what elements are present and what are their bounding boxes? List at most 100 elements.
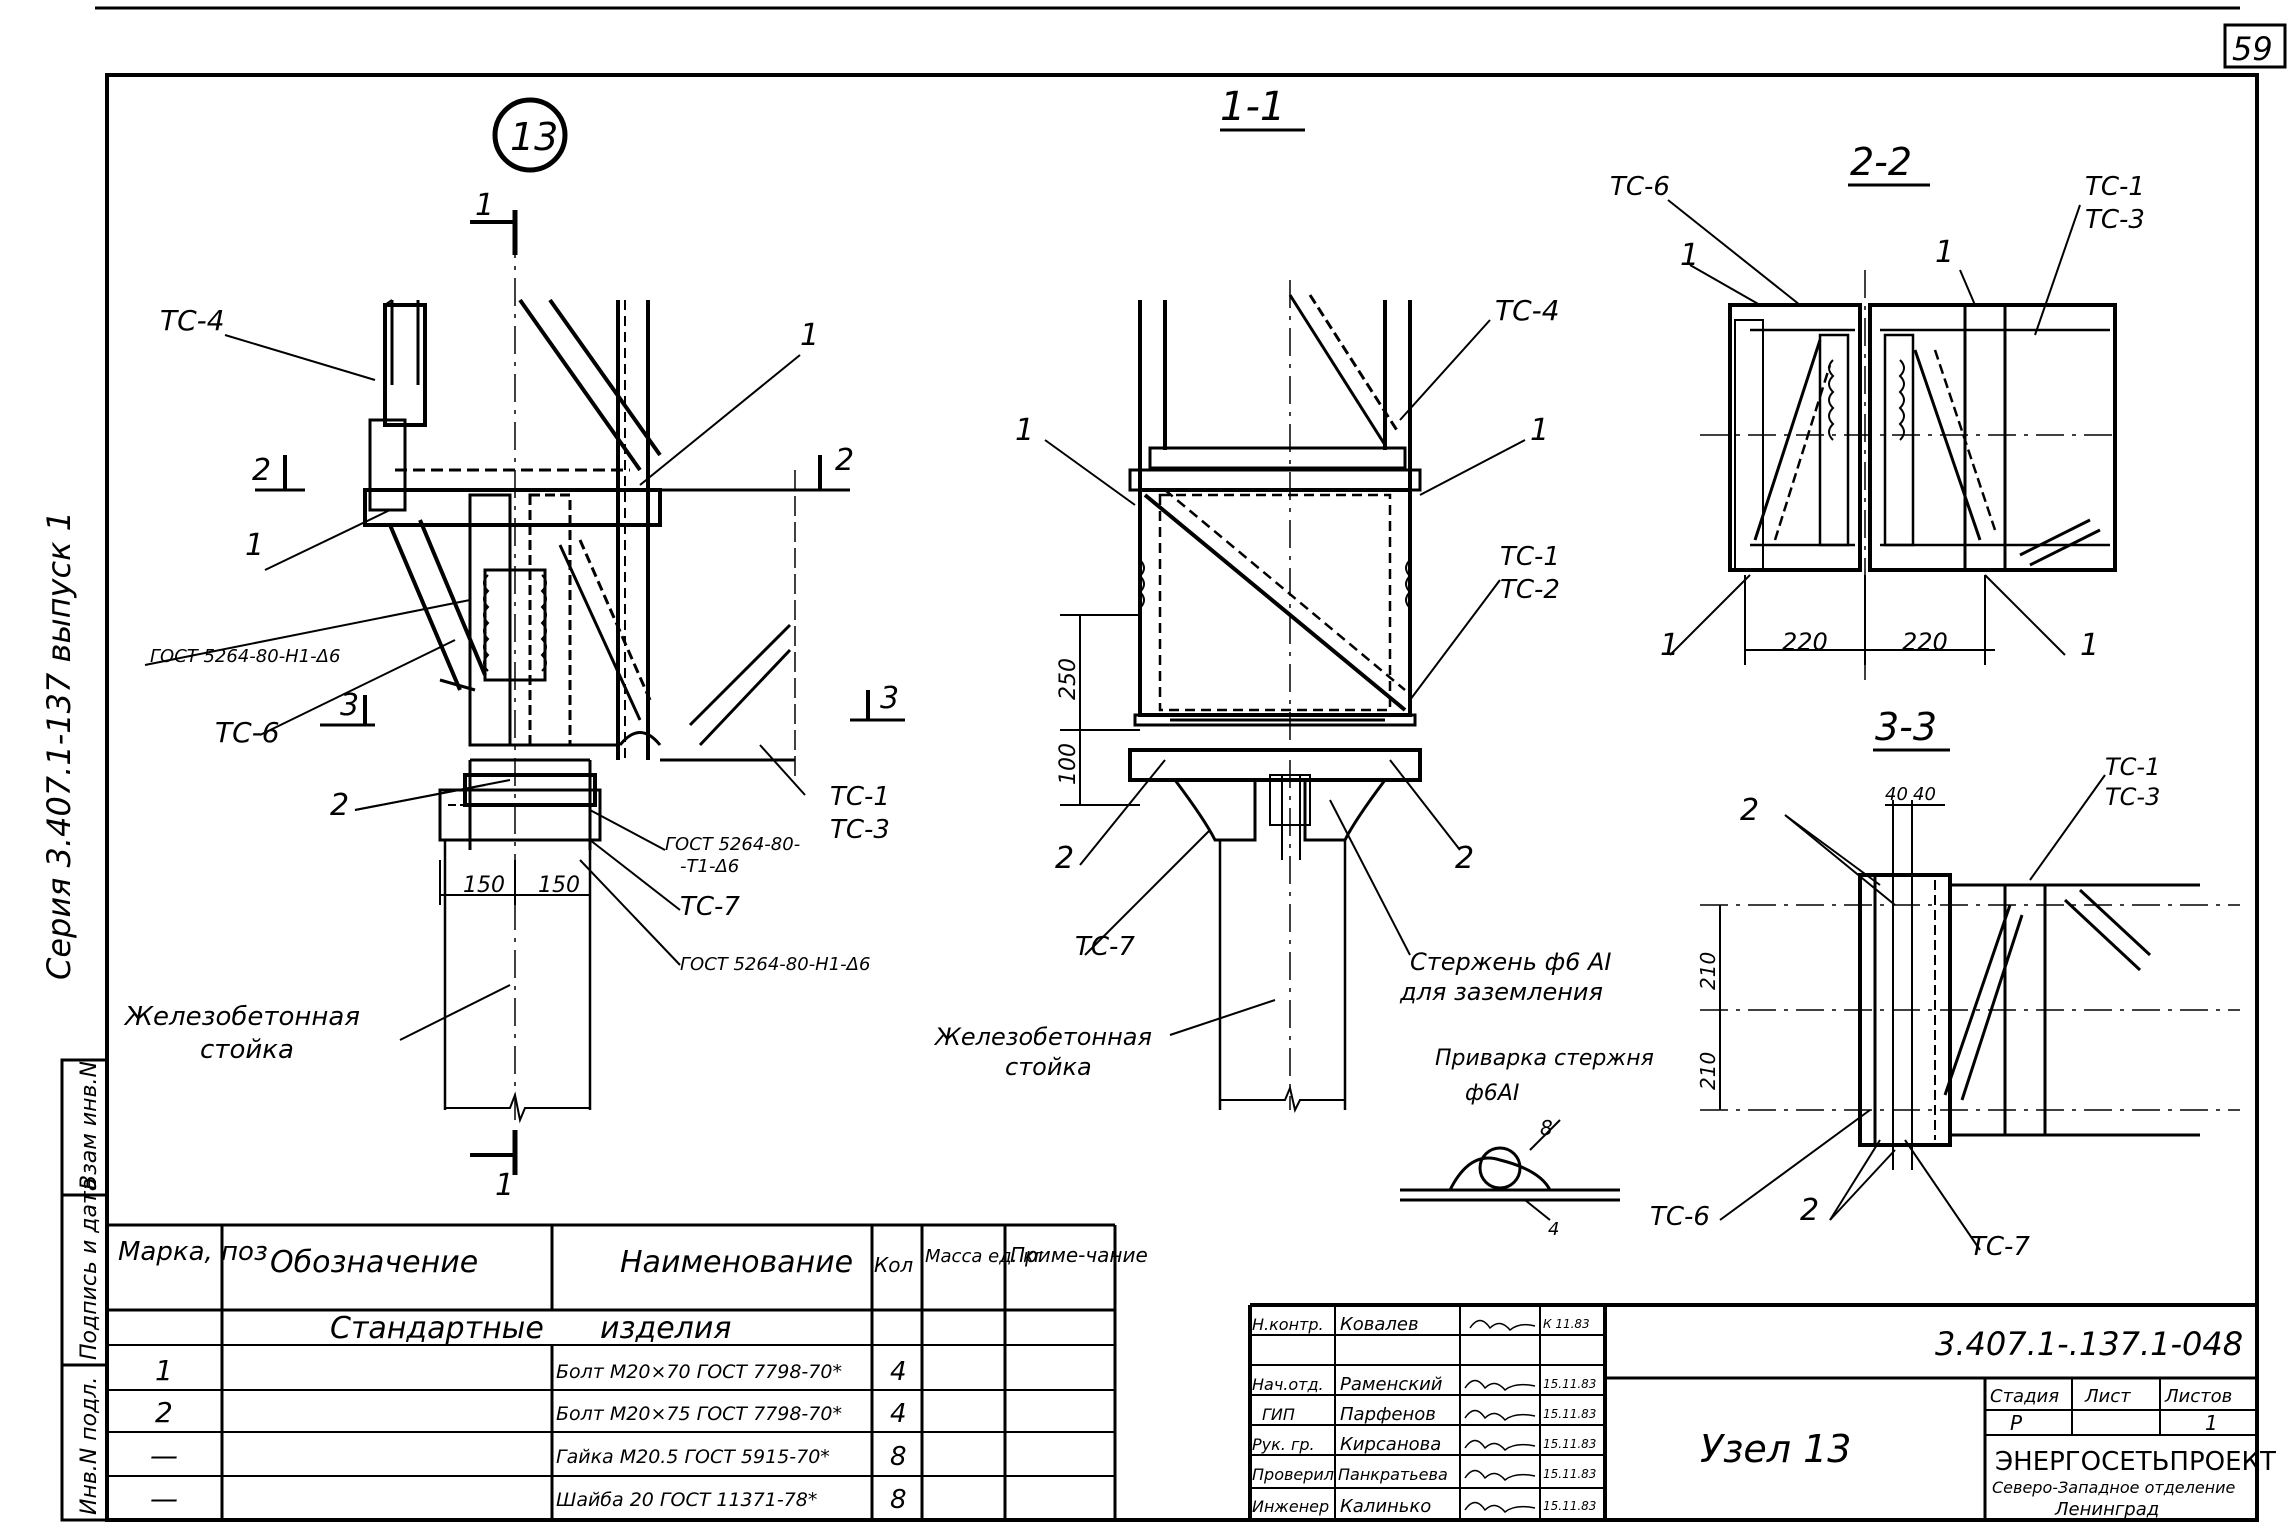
svg-text:Северо-Западное отделение: Северо-Западное отделение [1992,1478,2236,1497]
th-mark: Марка, поз [118,1237,268,1267]
svg-text:1: 1 [1530,413,1549,448]
svg-text:ТС-7: ТС-7 [680,892,740,922]
svg-text:1: 1 [1680,238,1699,273]
sheet-frame [105,73,2259,1522]
svg-text:стойка: стойка [1005,1053,1092,1081]
table-row: — Гайка М20.5 ГОСТ 5915-70* 8 [150,1439,907,1472]
svg-text:ТС-3: ТС-3 [830,815,890,845]
svg-text:150: 150 [538,873,580,898]
svg-text:Стержень ф6 АI: Стержень ф6 АI [1410,948,1612,976]
section-1-1-title: 1-1 [1220,84,1285,130]
svg-text:4: 4 [1548,1219,1559,1240]
th-designation: Обозначение [270,1245,478,1280]
svg-text:ГОСТ 5264-80-Н1-Δ6: ГОСТ 5264-80-Н1-Δ6 [150,646,340,667]
svg-text:для заземления: для заземления [1399,978,1603,1006]
section-2-2-title: 2-2 [1850,140,1912,184]
left-margin-strip: Взам инв.N Подпись и дата Инв.N подл. Се… [40,511,109,1522]
svg-text:Нач.отд.: Нач.отд. [1252,1375,1324,1394]
svg-text:220: 220 [1782,628,1828,656]
svg-text:ТС-3: ТС-3 [2105,783,2160,811]
svg-text:2: 2 [835,443,854,478]
signature-row: Рук. гр. Кирсанова 15.11.83 [1252,1434,1596,1455]
group-label-2: изделия [600,1311,731,1346]
svg-text:1: 1 [1015,413,1034,448]
svg-text:Гайка М20.5 ГОСТ 5915-70*: Гайка М20.5 ГОСТ 5915-70* [556,1446,830,1468]
th-note: Приме-чание [1010,1243,1148,1267]
svg-text:2: 2 [1055,841,1074,876]
svg-text:Парфенов: Парфенов [1340,1404,1436,1425]
svg-text:3: 3 [880,681,899,716]
svg-text:ТС-1: ТС-1 [830,782,890,812]
group-label-1: Стандартные [330,1311,544,1346]
signature-row: ГИП Парфенов 15.11.83 [1262,1404,1596,1425]
svg-text:1: 1 [1660,628,1679,663]
svg-text:ГИП: ГИП [1262,1405,1295,1424]
svg-text:220: 220 [1902,628,1948,656]
svg-text:1: 1 [475,188,494,223]
svg-text:Лист: Лист [2084,1386,2131,1407]
svg-text:210: 210 [1696,952,1720,990]
svg-text:8: 8 [890,1442,907,1472]
svg-text:Приварка стержня: Приварка стержня [1435,1046,1654,1071]
svg-text:Железобетонная: Железобетонная [123,1002,360,1032]
svg-text:Рук. гр.: Рук. гр. [1252,1435,1315,1454]
svg-text:Болт М20×70 ГОСТ 7798-70*: Болт М20×70 ГОСТ 7798-70* [556,1361,842,1383]
signature-row: Н.контр. Ковалев К 11.83 [1252,1314,1590,1335]
svg-text:Шайба 20 ГОСТ 11371-78*: Шайба 20 ГОСТ 11371-78* [556,1489,817,1511]
svg-text:15.11.83: 15.11.83 [1543,1407,1596,1421]
svg-text:ГОСТ 5264-80-Н1-Δ6: ГОСТ 5264-80-Н1-Δ6 [680,954,870,975]
svg-text:8: 8 [890,1485,907,1515]
svg-text:ТС-7: ТС-7 [1075,932,1135,962]
svg-text:Болт М20×75 ГОСТ 7798-70*: Болт М20×75 ГОСТ 7798-70* [556,1403,842,1425]
svg-text:—: — [150,1439,178,1472]
table-row: 2 Болт М20×75 ГОСТ 7798-70* 4 [155,1396,907,1429]
svg-text:1: 1 [2205,1411,2218,1435]
svg-text:Кирсанова: Кирсанова [1340,1434,1441,1455]
svg-text:ТС-7: ТС-7 [1970,1232,2030,1262]
svg-text:15.11.83: 15.11.83 [1543,1499,1596,1513]
svg-text:2: 2 [1800,1193,1819,1228]
section-3-3: 3-3 40 40 210 210 2 ТС-1 ТС-3 ТС-6 [1650,705,2240,1262]
svg-text:1: 1 [245,528,264,563]
signature-row: Нач.отд. Раменский 15.11.83 [1252,1374,1596,1395]
svg-text:2: 2 [1455,841,1474,876]
svg-text:ТС-1: ТС-1 [2085,172,2145,202]
svg-text:250: 250 [1056,658,1081,700]
title-block: Н.контр. Ковалев К 11.83 Нач.отд. Раменс… [1248,1303,2276,1520]
section-1-1: 1-1 [933,84,1654,1240]
svg-text:2: 2 [252,453,271,488]
th-name: Наименование [620,1245,853,1280]
series-label: Серия 3.407.1-137 выпуск 1 [40,511,78,980]
svg-text:100: 100 [1056,743,1081,785]
svg-text:15.11.83: 15.11.83 [1543,1467,1596,1481]
node-number-circle [492,97,568,173]
svg-text:ТС-4: ТС-4 [160,304,225,337]
svg-text:стойка: стойка [200,1035,294,1065]
svg-text:ТС-1: ТС-1 [1500,542,1560,572]
svg-text:Раменский: Раменский [1340,1374,1443,1395]
drawing-title: Узел 13 [1700,1427,1851,1471]
spec-table: Марка, поз Обозначение Наименование Кол … [107,1223,1148,1520]
svg-text:-Т1-Δ6: -Т1-Δ6 [680,856,739,877]
svg-text:1: 1 [155,1354,173,1387]
svg-text:150: 150 [463,873,505,898]
th-qty: Кол [874,1253,913,1277]
svg-text:15.11.83: 15.11.83 [1543,1377,1596,1391]
svg-text:ТС-4: ТС-4 [1495,294,1560,327]
svg-text:Н.контр.: Н.контр. [1252,1315,1324,1334]
table-row: 1 Болт М20×70 ГОСТ 7798-70* 4 [155,1354,907,1387]
svg-text:ТС-6: ТС-6 [1610,172,1670,202]
svg-text:Железобетонная: Железобетонная [933,1023,1152,1051]
svg-text:К 11.83: К 11.83 [1543,1317,1590,1331]
strip-label-sign: Подпись и дата [77,1178,102,1360]
svg-text:210: 210 [1696,1052,1720,1090]
svg-text:2: 2 [330,788,349,823]
svg-text:1: 1 [495,1168,514,1203]
svg-text:Ленинград: Ленинград [2054,1499,2159,1520]
signature-row: Инженер Калинько 15.11.83 [1252,1496,1596,1517]
svg-text:Ковалев: Ковалев [1340,1314,1419,1335]
svg-text:Проверил: Проверил [1252,1465,1334,1484]
svg-text:ТС-3: ТС-3 [2085,205,2145,235]
node-number: 13 [510,115,558,159]
svg-text:2: 2 [1740,793,1759,828]
